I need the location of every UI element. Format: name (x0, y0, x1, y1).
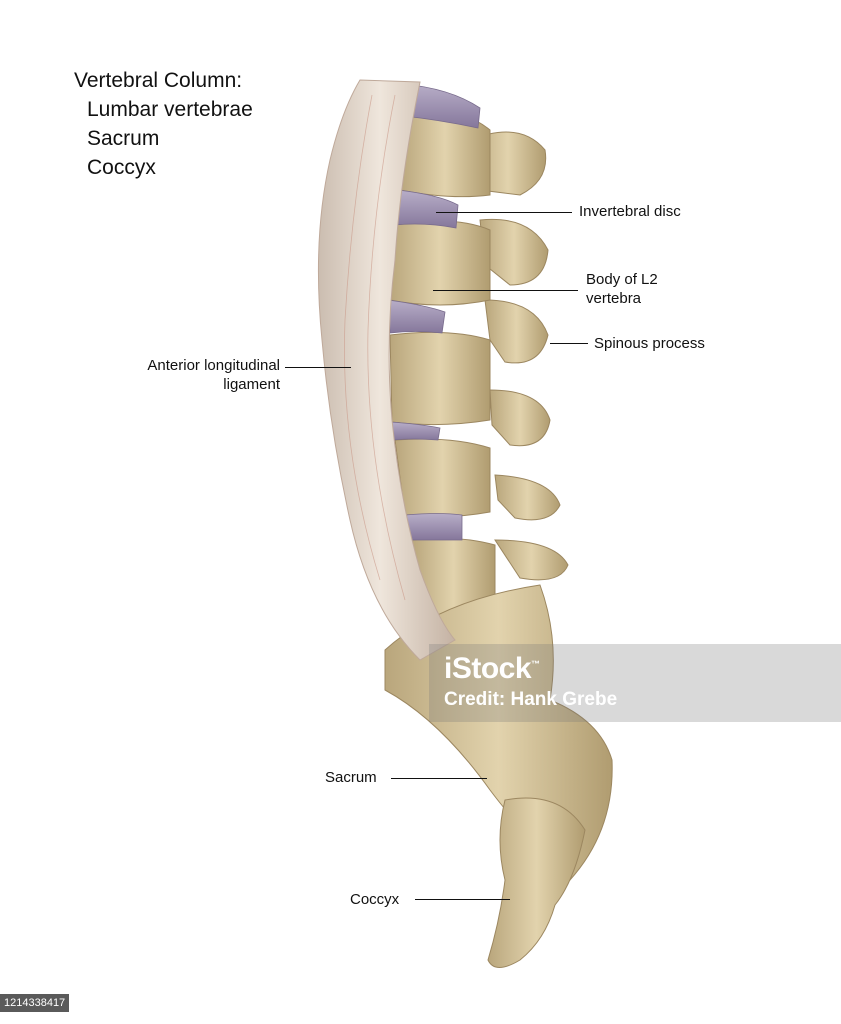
title-heading: Vertebral Column: (74, 69, 243, 92)
intervertebral-discs (387, 83, 481, 541)
leader-sacrum (391, 778, 487, 780)
leader-coccyx (415, 899, 510, 901)
watermark-credit: Credit: Hank Grebe (444, 689, 618, 710)
label-anterior-ligament-line2: ligament (223, 376, 280, 393)
watermark-trademark: ™ (531, 659, 540, 669)
label-coccyx: Coccyx (350, 891, 400, 908)
label-body-l2-line2: vertebra (586, 290, 642, 307)
label-anterior-ligament-line1: Anterior longitudinal (147, 357, 280, 374)
title-item-lumbar: Lumbar vertebrae (87, 98, 253, 121)
watermark-logo: iStock™ (444, 652, 540, 686)
title-item-coccyx: Coccyx (87, 156, 156, 179)
coccyx-bone (487, 797, 586, 968)
leader-spinous-process (550, 343, 588, 345)
label-sacrum: Sacrum (325, 769, 377, 786)
label-body-l2: Body of L2 vertebra (586, 270, 658, 308)
label-intervertebral-disc: Invertebral disc (579, 203, 681, 220)
leader-body-l2 (433, 290, 578, 292)
watermark-band (429, 644, 841, 722)
diagram-title: Vertebral Column: Lumbar vertebrae Sacru… (74, 66, 253, 182)
title-item-sacrum: Sacrum (87, 127, 160, 150)
watermark-logo-text: iStock (444, 652, 532, 685)
leader-intervertebral-disc (436, 212, 572, 214)
label-anterior-ligament: Anterior longitudinal ligament (112, 356, 280, 394)
leader-anterior-ligament (285, 367, 351, 369)
label-spinous-process: Spinous process (594, 335, 705, 352)
label-body-l2-line1: Body of L2 (586, 271, 658, 288)
image-id-badge: 1214338417 (0, 994, 70, 1012)
vertebral-bodies (389, 111, 496, 620)
